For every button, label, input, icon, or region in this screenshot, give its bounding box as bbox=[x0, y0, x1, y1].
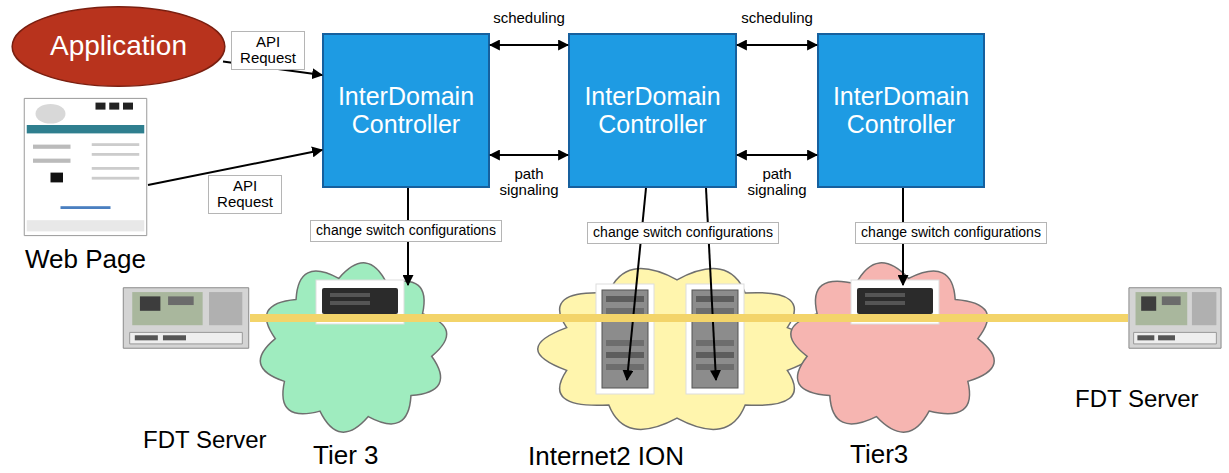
application-ellipse: Application bbox=[10, 5, 227, 88]
server-bay bbox=[1192, 292, 1216, 325]
connector-arrow bbox=[490, 154, 568, 156]
data-path-line bbox=[250, 314, 1128, 322]
router-symbol bbox=[602, 290, 648, 388]
node-label: FDT Server bbox=[143, 427, 267, 453]
server-chip bbox=[168, 296, 194, 305]
node-label: InterDomain Controller bbox=[576, 83, 729, 138]
router-slot bbox=[606, 340, 644, 346]
server-drive bbox=[135, 335, 158, 340]
page-button bbox=[96, 103, 106, 110]
cloud-outline bbox=[791, 263, 994, 432]
web-page-screenshot bbox=[23, 97, 148, 237]
edge-label: scheduling bbox=[738, 9, 816, 28]
node-label: Web Page bbox=[25, 245, 146, 274]
edge-label: API Request bbox=[208, 175, 282, 214]
node-label: FDT Server bbox=[1075, 386, 1199, 412]
connector-arrow bbox=[490, 44, 568, 46]
connector-arrow bbox=[737, 154, 817, 156]
switch-ports bbox=[865, 293, 905, 297]
router-slot bbox=[606, 364, 644, 370]
page-footer bbox=[27, 220, 145, 231]
router-slot bbox=[606, 352, 644, 358]
server-case bbox=[123, 288, 248, 348]
server-drive bbox=[163, 335, 186, 340]
switch-symbol bbox=[857, 288, 933, 314]
page-line bbox=[33, 145, 71, 149]
page-line bbox=[92, 167, 140, 170]
page-line bbox=[61, 206, 111, 209]
switch-ports bbox=[865, 301, 905, 305]
server-cpu bbox=[140, 296, 160, 310]
page-button bbox=[51, 173, 64, 183]
node-label: InterDomain Controller bbox=[825, 83, 977, 138]
server-board bbox=[132, 292, 202, 325]
page-frame bbox=[24, 98, 147, 235]
web-page-screenshot: Web Page bbox=[23, 97, 148, 237]
router-slot bbox=[696, 296, 734, 302]
edge-label: change switch configurations bbox=[310, 220, 502, 241]
node-label: InterDomain Controller bbox=[330, 83, 482, 138]
cloud-outline bbox=[260, 263, 446, 432]
edge-label: path signaling bbox=[743, 165, 811, 200]
connector-arrow bbox=[627, 188, 646, 380]
server-chip bbox=[1162, 296, 1181, 305]
page-line bbox=[92, 143, 140, 146]
node-label: Tier3 bbox=[850, 440, 908, 469]
ellipse-outline bbox=[12, 7, 225, 87]
router-slot bbox=[696, 308, 734, 314]
edge-label: change switch configurations bbox=[855, 222, 1047, 243]
connector-arrow bbox=[737, 44, 817, 46]
network-cloud: Internet2 ION bbox=[532, 258, 822, 440]
server-board bbox=[1136, 292, 1188, 325]
server-drive bbox=[1137, 335, 1154, 340]
node-label: Internet2 ION bbox=[528, 442, 684, 471]
switch-ports bbox=[330, 301, 370, 305]
controller-box: InterDomain Controller bbox=[322, 33, 490, 188]
node-label: Application bbox=[50, 31, 187, 62]
switch-symbol bbox=[322, 288, 398, 314]
edge-label: scheduling bbox=[490, 9, 568, 28]
server-illustration bbox=[1128, 282, 1222, 354]
server-illustration bbox=[122, 282, 250, 354]
server-illustration: FDT Server bbox=[122, 282, 250, 354]
page-button bbox=[123, 103, 133, 110]
server-cpu bbox=[1141, 296, 1156, 310]
server-drive bbox=[1158, 335, 1175, 340]
controller-box: InterDomain Controller bbox=[568, 33, 737, 188]
router-slot bbox=[606, 296, 644, 302]
page-line bbox=[92, 177, 140, 180]
page-button bbox=[109, 103, 119, 110]
edge-label: path signaling bbox=[495, 165, 563, 200]
server-bay bbox=[209, 292, 242, 325]
connector-arrow bbox=[706, 188, 716, 380]
page-line bbox=[33, 159, 71, 163]
cloud-outline bbox=[538, 269, 817, 430]
server-front bbox=[130, 332, 243, 344]
server-front bbox=[1134, 332, 1217, 344]
network-cloud bbox=[532, 258, 822, 440]
edge-label: API Request bbox=[231, 31, 305, 70]
controller-box: InterDomain Controller bbox=[817, 33, 985, 188]
page-band bbox=[27, 125, 145, 133]
server-case bbox=[1129, 288, 1221, 348]
switch-ports bbox=[330, 293, 370, 297]
page-line bbox=[92, 153, 140, 156]
router-slot bbox=[606, 308, 644, 314]
server-illustration: FDT Server bbox=[1128, 282, 1222, 354]
node-label: Tier 3 bbox=[313, 441, 379, 470]
page-logo bbox=[36, 104, 66, 124]
edge-label: change switch configurations bbox=[587, 222, 779, 243]
router-frame bbox=[596, 284, 654, 394]
